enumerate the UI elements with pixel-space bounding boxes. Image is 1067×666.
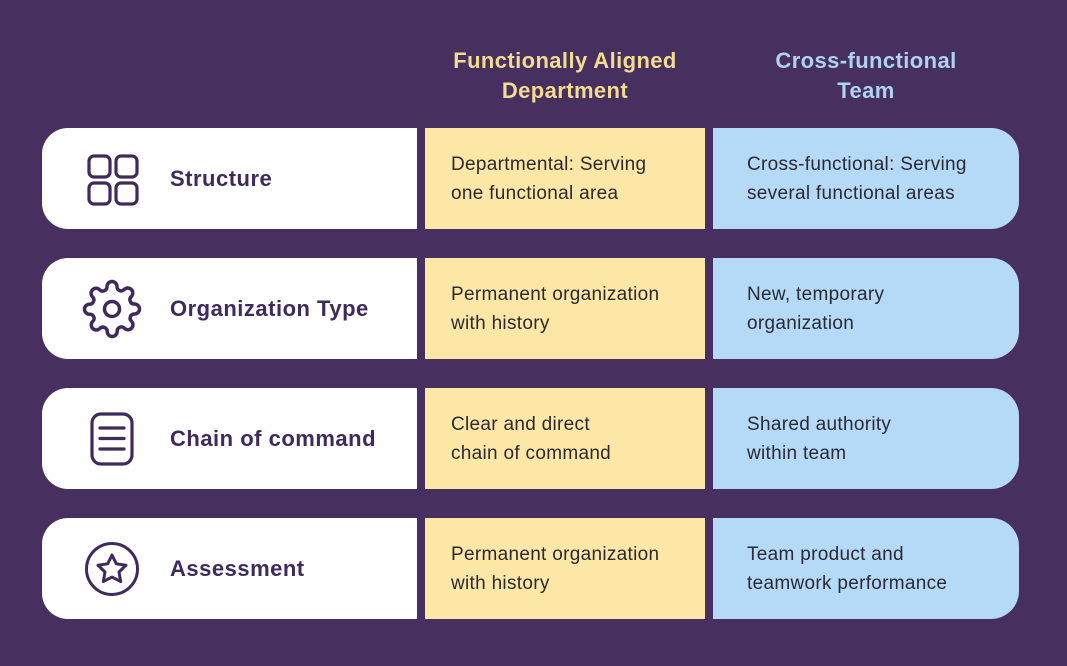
row-label-cell: Chain of command	[42, 388, 417, 489]
table-row-organization-type: Organization Type Permanent organization…	[42, 258, 1067, 359]
table-body: Structure Departmental: Serving one func…	[42, 128, 1067, 619]
row-label-cell: Structure	[42, 128, 417, 229]
header-spacer	[42, 44, 417, 108]
table-row-assessment: Assessment Permanent organization with h…	[42, 518, 1067, 619]
cell-organization-type-team: New, temporary organization	[713, 258, 1019, 359]
header-row: Functionally Aligned Department Cross-fu…	[42, 44, 1067, 108]
gear-icon	[82, 279, 142, 339]
row-label: Assessment	[170, 555, 305, 581]
star-icon	[82, 539, 142, 599]
cell-organization-type-department: Permanent organization with history	[425, 258, 705, 359]
row-label-cell: Assessment	[42, 518, 417, 619]
cell-chain-of-command-team: Shared authority within team	[713, 388, 1019, 489]
cell-structure-team: Cross-functional: Serving several functi…	[713, 128, 1019, 229]
table-row-structure: Structure Departmental: Serving one func…	[42, 128, 1067, 229]
column-header-cross-functional-team: Cross-functional Team	[775, 48, 957, 103]
cell-assessment-team: Team product and teamwork performance	[713, 518, 1019, 619]
row-label: Structure	[170, 165, 273, 191]
grid-icon	[82, 149, 142, 209]
row-label: Organization Type	[170, 295, 369, 321]
document-icon	[82, 409, 142, 469]
cell-assessment-department: Permanent organization with history	[425, 518, 705, 619]
cell-structure-department: Departmental: Serving one functional are…	[425, 128, 705, 229]
row-label-cell: Organization Type	[42, 258, 417, 359]
row-label: Chain of command	[170, 425, 377, 451]
column-header-functionally-aligned-department: Functionally Aligned Department	[453, 48, 677, 103]
cell-chain-of-command-department: Clear and direct chain of command	[425, 388, 705, 489]
table-row-chain-of-command: Chain of command Clear and direct chain …	[42, 388, 1067, 489]
